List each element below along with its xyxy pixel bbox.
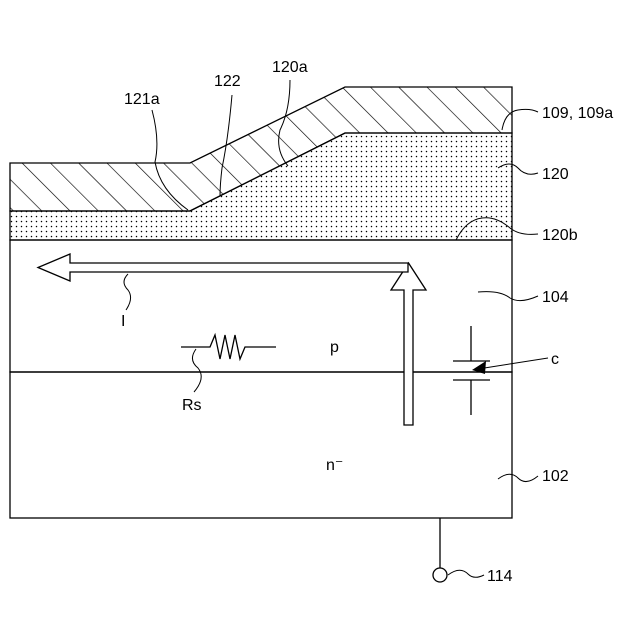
p-region-104 (10, 240, 512, 372)
label-121a: 121a (124, 91, 160, 108)
label-114: 114 (487, 568, 513, 585)
label-p: p (330, 339, 339, 356)
leader-c (478, 358, 548, 369)
n-substrate-102 (10, 372, 512, 518)
label-n-minus: n⁻ (326, 457, 343, 474)
label-120b: 120b (542, 227, 578, 244)
label-109: 109, 109a (542, 105, 613, 122)
terminal-114 (433, 568, 447, 582)
current-arrow-I-horizontal (38, 254, 408, 281)
leader-104 (478, 292, 538, 301)
leader-I (124, 274, 131, 310)
label-120a: 120a (272, 59, 308, 76)
label-102: 102 (542, 468, 569, 485)
label-I: I (121, 313, 125, 330)
label-Rs: Rs (182, 397, 202, 414)
resistor-Rs (181, 335, 276, 359)
label-104: 104 (542, 289, 569, 306)
leader-102 (498, 474, 538, 481)
leader-Rs (192, 349, 201, 392)
label-120: 120 (542, 166, 569, 183)
label-122: 122 (214, 73, 241, 90)
leader-114 (448, 570, 484, 577)
label-c: c (551, 351, 559, 368)
current-arrow-I (391, 263, 426, 425)
